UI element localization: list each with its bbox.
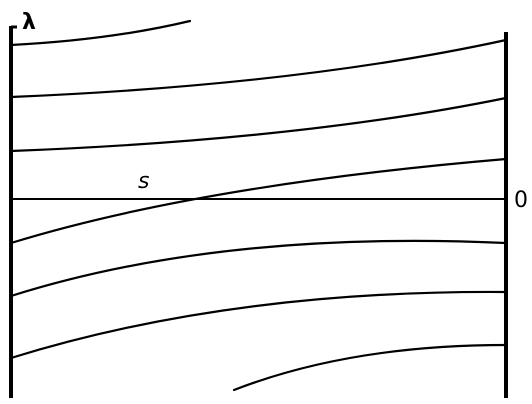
curve-4: [9, 157, 508, 245]
zero-label: 0: [514, 188, 528, 213]
s-label: s: [138, 169, 149, 194]
curve-5: [9, 239, 508, 298]
curve-2: [9, 38, 508, 99]
curve-1: [9, 19, 192, 47]
curve-3: [9, 96, 508, 153]
curve-6: [9, 290, 508, 360]
curve-7: [232, 343, 508, 392]
lambda-label: λ: [22, 10, 36, 35]
